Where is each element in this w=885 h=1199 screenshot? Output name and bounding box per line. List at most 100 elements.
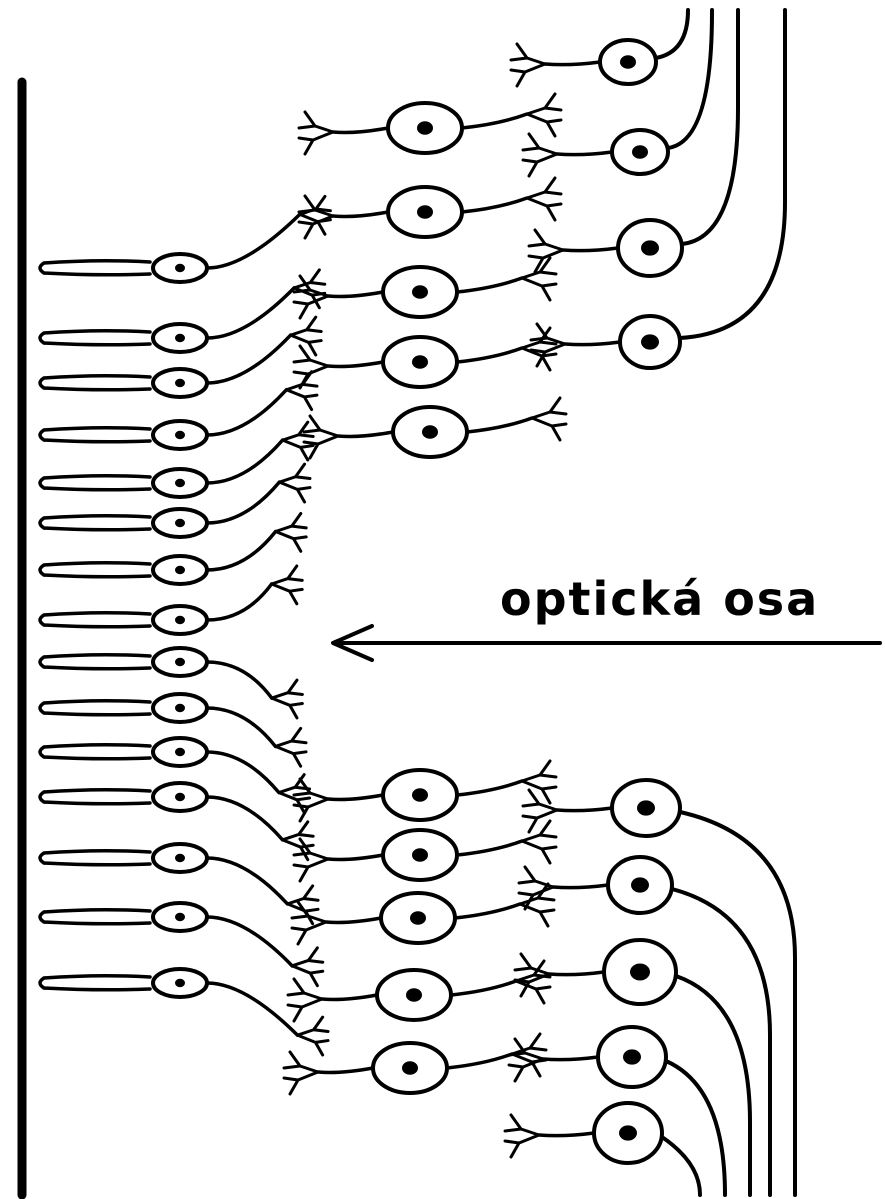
bipolar-dendrite: [328, 855, 383, 860]
bipolar-dendrite: [326, 918, 381, 923]
ganglion-cell: [511, 10, 688, 86]
cell-nucleus: [620, 55, 636, 69]
photoreceptor: [40, 196, 330, 282]
cell-nucleus: [175, 334, 185, 343]
bipolar-cell: [294, 258, 556, 318]
ganglion-soma: [600, 40, 656, 84]
rod-segment: [40, 476, 150, 490]
cell-nucleus: [417, 205, 433, 219]
cell-nucleus: [412, 848, 428, 862]
ganglion-dendrite: [557, 152, 612, 155]
bipolar-cell: [294, 761, 556, 821]
photoreceptor-soma: [153, 369, 207, 397]
cell-nucleus: [402, 1061, 418, 1075]
bipolar-dendrite: [318, 1068, 373, 1073]
bipolar-axon: [447, 1054, 512, 1068]
dendrite-tuft: [279, 464, 310, 502]
rod-segment: [40, 331, 150, 345]
bipolar-soma: [388, 103, 462, 153]
dendrite-tuft: [297, 1017, 328, 1055]
ganglion-dendrite: [545, 62, 600, 65]
dendrite-tuft: [291, 317, 322, 355]
photoreceptor-soma: [153, 556, 207, 584]
receptor-axon: [207, 917, 292, 966]
receptor-axon: [207, 288, 294, 338]
cell-nucleus: [175, 854, 185, 863]
cell-nucleus: [175, 479, 185, 488]
dendrite-tuft: [523, 790, 557, 832]
optic-nerve-fiber: [680, 812, 795, 1195]
photoreceptor-soma: [153, 844, 207, 872]
rod-segment: [40, 563, 150, 577]
bipolar-axon: [467, 418, 532, 432]
cell-nucleus: [422, 425, 438, 439]
receptor-axon: [207, 532, 276, 571]
bipolar-soma: [377, 970, 451, 1020]
cell-nucleus: [412, 355, 428, 369]
rod-segment: [40, 261, 150, 275]
bipolar-soma: [383, 267, 457, 317]
bipolar-axon: [457, 841, 522, 855]
cell-nucleus: [623, 1049, 641, 1064]
bipolar-axon: [451, 981, 516, 995]
receptor-axon: [207, 482, 279, 523]
photoreceptor-soma: [153, 254, 207, 282]
cell-nucleus: [175, 793, 185, 802]
ganglion-cell: [505, 1103, 700, 1195]
bipolar-dendrite: [322, 995, 377, 1000]
receptor-axon: [207, 983, 297, 1035]
dendrite-tuft: [286, 372, 317, 410]
ganglion-dendrite: [563, 248, 618, 251]
optical-axis-arrow: [333, 626, 880, 660]
bipolar-dendrite: [328, 292, 383, 297]
cell-nucleus: [175, 519, 185, 528]
cell-nucleus: [175, 748, 185, 757]
dendrite-tuft: [300, 196, 331, 234]
dendrite-tuft: [275, 728, 306, 766]
ganglion-dendrite: [557, 808, 612, 811]
cell-nucleus: [641, 334, 659, 349]
bipolar-soma: [383, 337, 457, 387]
receptor-axon: [207, 335, 291, 383]
ganglion-dendrite: [553, 885, 608, 888]
receptor-axon: [207, 752, 279, 793]
dendrite-tuft: [522, 821, 556, 863]
receptor-axon: [207, 440, 283, 483]
cell-nucleus: [641, 240, 659, 255]
receptor-axon: [207, 214, 300, 268]
receptor-axon: [207, 708, 275, 746]
rod-segment: [40, 516, 150, 530]
receptor-axon: [207, 858, 287, 904]
cell-nucleus: [630, 964, 650, 981]
receptor-axon: [207, 390, 286, 435]
cell-nucleus: [619, 1125, 637, 1140]
dendrite-tuft: [272, 566, 303, 604]
ganglion-dendrite: [549, 972, 604, 975]
dendrite-tuft: [276, 514, 307, 552]
optical-axis-label: optická osa: [500, 572, 819, 626]
receptor-axon: [207, 584, 272, 620]
cell-nucleus: [175, 913, 185, 922]
photoreceptor-soma: [153, 903, 207, 931]
ganglion-soma: [598, 1027, 666, 1087]
ganglion-soma: [604, 940, 676, 1004]
bipolar-soma: [381, 893, 455, 943]
photoreceptor-soma: [153, 606, 207, 634]
cell-nucleus: [175, 431, 185, 440]
dendrite-tuft: [523, 134, 557, 176]
bipolar-cell: [299, 178, 561, 238]
bipolar-soma: [388, 187, 462, 237]
receptor-axon: [207, 662, 272, 698]
bipolar-dendrite: [328, 795, 383, 800]
bipolar-cell: [299, 94, 561, 154]
rod-segment: [40, 376, 150, 390]
cell-nucleus: [637, 800, 655, 815]
bipolar-axon: [455, 904, 520, 918]
cell-nucleus: [631, 877, 649, 892]
bipolar-dendrite: [328, 362, 383, 367]
dendrite-tuft: [522, 761, 556, 803]
cell-nucleus: [175, 264, 185, 273]
cell-nucleus: [632, 145, 648, 159]
cell-nucleus: [175, 979, 185, 988]
